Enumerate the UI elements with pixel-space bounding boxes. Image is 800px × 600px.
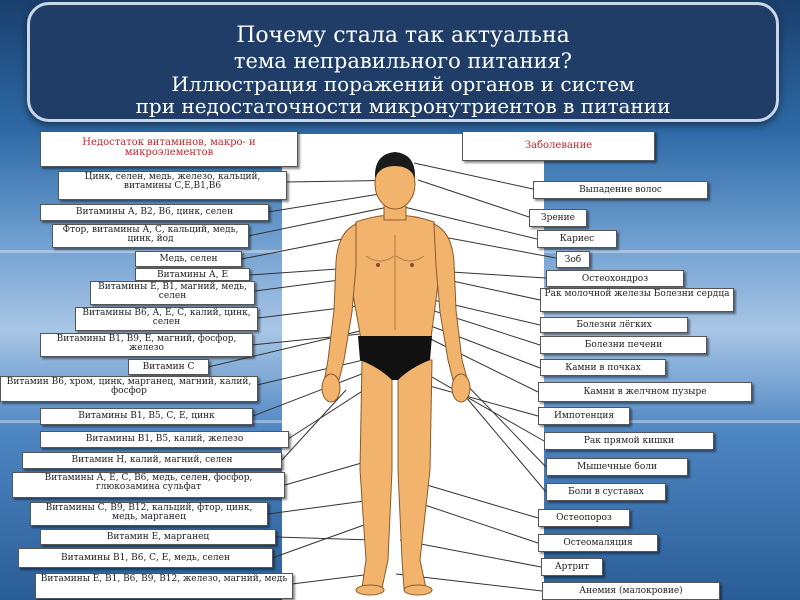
deficiency-label: Витамины В6, А, Е, С, калий, цинк, селен: [75, 307, 258, 331]
disease-label: Камни в почках: [540, 359, 666, 376]
disease-label: Рак молочной железы Болезни сердца: [540, 288, 734, 312]
deficiency-label: Витамины В1, В6, С, Е, медь, селен: [18, 548, 273, 568]
deficiency-label: Витамины А, Е, С, В6, медь, селен, фосфо…: [12, 472, 285, 498]
deficiency-label: Витамины В1, В9, Е, магний, фосфор, желе…: [40, 333, 253, 357]
disease-header: Заболевание: [462, 131, 655, 161]
disease-label: Мышечные боли: [546, 458, 688, 476]
deficiency-label: Витамины А, Е: [135, 268, 250, 281]
disease-label: Остеопороз: [538, 509, 630, 527]
deficiency-label: Медь, селен: [135, 251, 242, 267]
deficiency-label: Витамин В6, хром, цинк, марганец, магний…: [0, 376, 258, 402]
disease-label: Импотенция: [538, 407, 630, 425]
deficiency-header: Недостаток витаминов, макро- и микроэлем…: [40, 131, 298, 167]
deficiency-label: Цинк, селен, медь, железо, кальций, вита…: [58, 171, 287, 200]
disease-label: Артрит: [541, 558, 603, 576]
disease-label: Анемия (малокровие): [542, 582, 720, 600]
disease-label: Остеомаляция: [538, 534, 658, 552]
deficiency-label: Витамины В1, В5, калий, железо: [40, 431, 289, 448]
human-figure: [322, 152, 470, 595]
deficiency-label: Витамин С: [128, 359, 209, 375]
disease-label: Зрение: [529, 209, 587, 227]
disease-label: Кариес: [537, 230, 617, 248]
deficiency-label: Витамины А, В2, В6, цинк, селен: [40, 204, 269, 221]
disease-label: Выпадение волос: [533, 181, 708, 199]
disease-label: Камни в желчном пузыре: [538, 382, 752, 402]
disease-label: Болезни печени: [540, 336, 707, 354]
disease-label: Остеохондроз: [546, 270, 684, 287]
disease-label: Зоб: [556, 251, 590, 268]
disease-label: Рак прямой кишки: [544, 432, 714, 450]
deficiency-label: Витамин Е, марганец: [40, 529, 276, 545]
deficiency-label: Фтор, витамины А, С, кальций, медь, цинк…: [52, 224, 249, 248]
deficiency-label: Витамин Н, калий, магний, селен: [22, 452, 282, 469]
deficiency-label: Витамины В1, В5, С, Е, цинк: [40, 408, 253, 425]
disease-label: Боли в суставах: [546, 483, 666, 501]
deficiency-label: Витамины Е, В1, В6, В9, В12, железо, маг…: [35, 573, 293, 599]
deficiency-label: Витамины Е, В1, магний, медь, селен: [90, 281, 255, 305]
disease-label: Болезни лёгких: [540, 317, 688, 333]
deficiency-label: Витамины С, В9, В12, кальций, фтор, цинк…: [30, 502, 268, 526]
